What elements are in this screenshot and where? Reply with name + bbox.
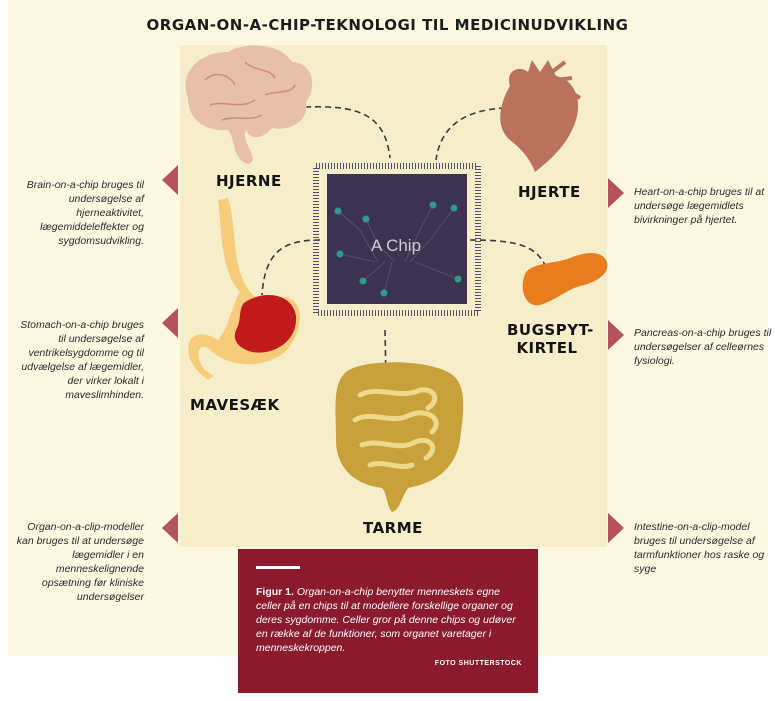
- marker-triangle-general: [162, 513, 178, 543]
- general-description: Organ-on-a-clip-modeller kan bruges til …: [16, 521, 144, 603]
- connector-heart: [435, 107, 506, 161]
- heart-description: Heart-on-a-chip bruges til at undersøge …: [634, 186, 765, 226]
- intestine-description: Intestine-on-a-clip-model bruges til und…: [634, 521, 765, 575]
- brain-label: HJERNE: [216, 172, 282, 190]
- pancreas-label-line1: BUGSPYT-: [507, 321, 594, 339]
- stomach-label: MAVESÆK: [190, 396, 280, 414]
- brain-description: Brain-on-a-chip bruges til undersøgelse …: [26, 179, 144, 247]
- diagram-title: ORGAN-ON-A-CHIP-TEKNOLOGI TIL MEDICINUDV…: [146, 16, 629, 34]
- photo-credit: FOTO SHUTTERSTOCK: [434, 660, 522, 667]
- marker-triangle-intestine: [608, 513, 624, 543]
- marker-triangle-heart: [608, 178, 624, 208]
- brain-illustration: [185, 45, 313, 164]
- stomach-illustration: [188, 198, 300, 380]
- connector-pancreas: [469, 239, 546, 266]
- figure-label: Figur 1.: [256, 586, 294, 598]
- connector-stomach: [261, 239, 321, 296]
- chip-dots: [334, 201, 462, 297]
- figure-caption-text: Organ-on-a-chip benytter menneskets egne…: [256, 586, 516, 654]
- marker-triangle-pancreas: [608, 320, 624, 350]
- figure-caption-box: Figur 1. Organ-on-a-chip benytter mennes…: [238, 549, 538, 693]
- chip-traces: [337, 204, 459, 294]
- chip-pins: [313, 163, 481, 316]
- pancreas-illustration: [522, 253, 608, 306]
- chip-body: [327, 174, 467, 304]
- figure-caption: Figur 1. Organ-on-a-chip benytter mennes…: [256, 585, 522, 655]
- stomach-description: Stomach-on-a-chip bruges til undersøgels…: [20, 319, 144, 401]
- chip-label: A Chip: [371, 236, 421, 255]
- intestine-label: TARME: [363, 519, 423, 537]
- intestine-illustration: [335, 362, 464, 512]
- connector-brain: [304, 105, 391, 159]
- pancreas-description: Pancreas-on-a-chip bruges til undersøgel…: [634, 327, 772, 367]
- heart-illustration: [500, 60, 582, 172]
- heart-label: HJERTE: [518, 183, 581, 201]
- pancreas-label: BUGSPYT- KIRTEL: [507, 321, 594, 357]
- caption-rule: [256, 566, 300, 569]
- marker-triangle-brain: [162, 165, 178, 195]
- pancreas-label-line2: KIRTEL: [516, 339, 578, 357]
- marker-triangle-stomach: [162, 308, 178, 338]
- chip-graphic: A Chip: [313, 163, 481, 316]
